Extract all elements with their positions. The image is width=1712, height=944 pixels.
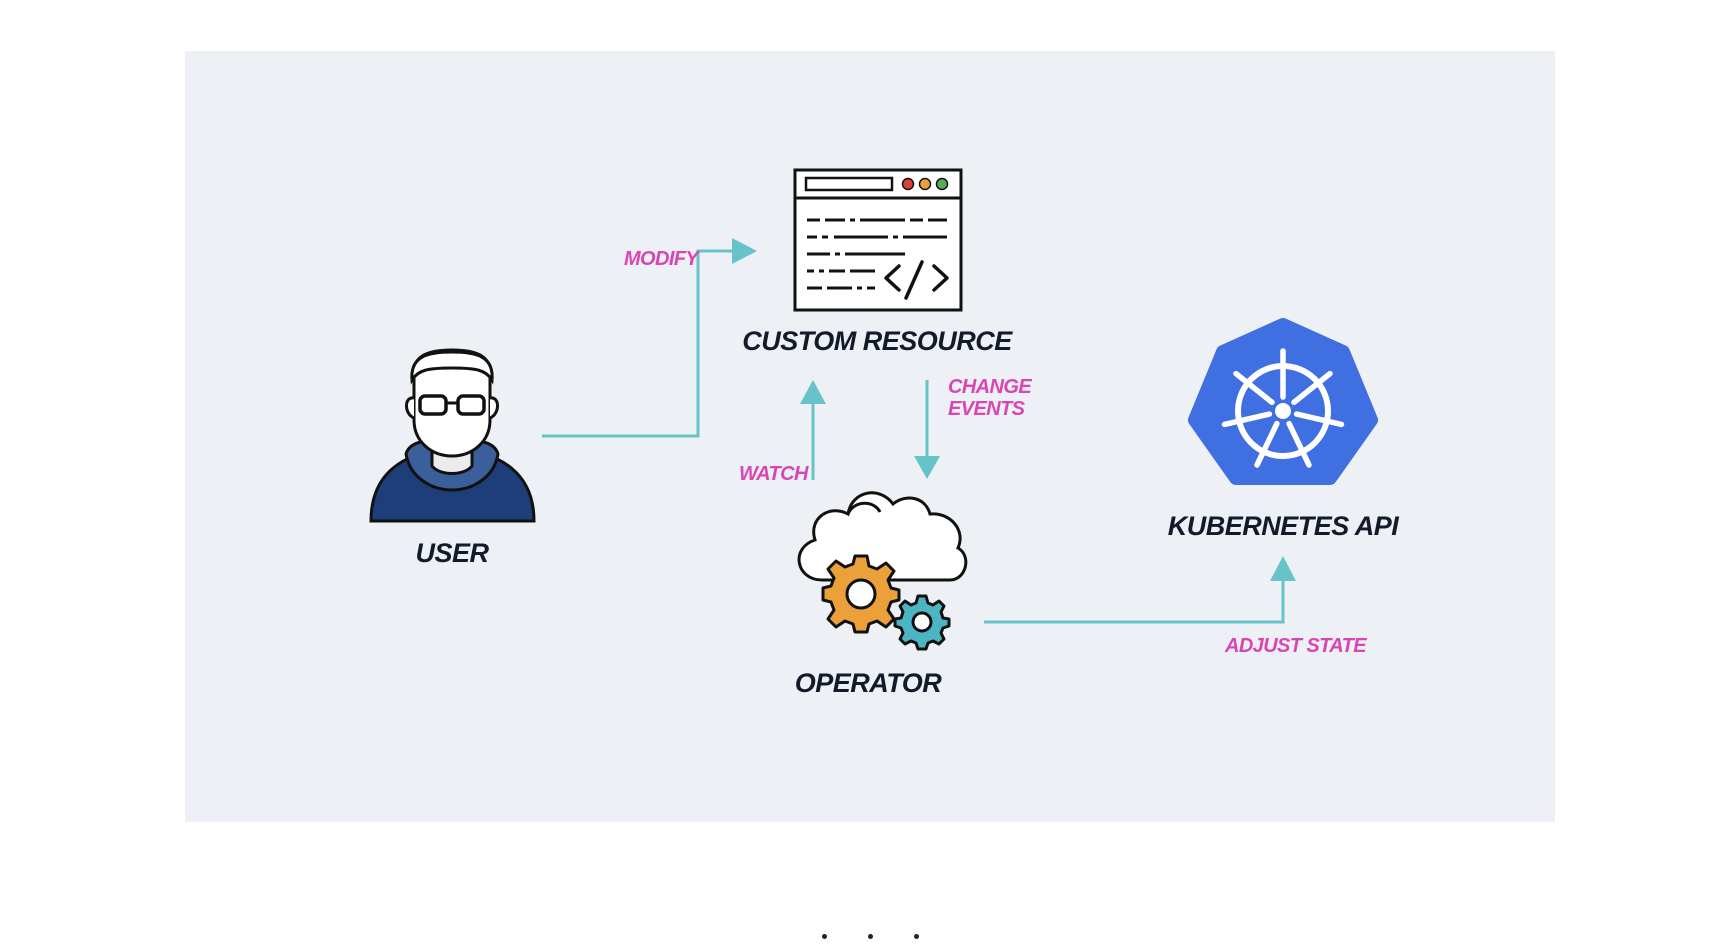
adjust-state-label: ADJUST STATE [1224,635,1367,657]
user-glasses-icon [369,348,536,523]
custom-resource-label: CUSTOM RESOURCE [742,326,1013,356]
change-events-label-line-2: EVENTS [948,398,1026,420]
edge-modify: MODIFY [542,238,757,438]
modify-arrowhead [732,238,757,264]
page-dot[interactable] [914,934,919,939]
cloud-gears-icon [797,491,968,651]
custom-resource-node: CUSTOM RESOURCE [742,168,1014,356]
user-label: USER [415,538,489,568]
modify-label: MODIFY [624,248,700,270]
watch-arrowhead [800,380,826,404]
adjust-state-arrow-line [984,578,1285,624]
edge-change-events: CHANGE EVENTS [914,376,1033,479]
operator-label: OPERATOR [795,668,943,698]
page-dot[interactable] [868,934,873,939]
modify-arrow-line [542,249,735,438]
adjust-state-arrowhead [1270,556,1296,581]
kubernetes-api-label: KUBERNETES API [1168,511,1400,541]
page-dot[interactable] [822,934,827,939]
pagination-dots [0,928,1712,944]
watch-label: WATCH [739,463,809,485]
change-events-arrowhead [914,456,940,479]
kubernetes-helm-icon [1188,318,1378,485]
kubernetes-api-node: KUBERNETES API [1168,318,1400,541]
user-node: USER [369,348,536,568]
code-window-icon [793,168,963,312]
edge-watch: WATCH [739,380,826,485]
edge-adjust-state: ADJUST STATE [984,556,1368,657]
operator-node: OPERATOR [795,491,968,698]
change-events-label-line-1: CHANGE [948,376,1032,398]
